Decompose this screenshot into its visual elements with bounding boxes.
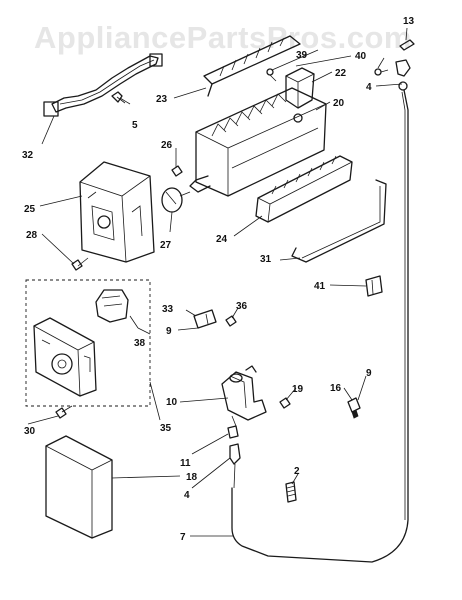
part-13-cap	[399, 39, 415, 51]
callout-9-right: 9	[366, 368, 372, 379]
part-26-screw	[171, 165, 183, 177]
callout-23: 23	[156, 94, 168, 105]
assembly-35-box	[25, 279, 151, 407]
part-16-clamp	[347, 397, 361, 419]
leader-lines	[27, 27, 408, 537]
part-39-screw	[266, 68, 277, 82]
callout-31: 31	[260, 254, 272, 265]
callout-5: 5	[132, 120, 138, 131]
callout-32: 32	[22, 150, 34, 161]
part-25-control-housing	[79, 161, 155, 263]
callout-19: 19	[292, 384, 304, 395]
callout-22: 22	[335, 68, 347, 79]
callout-2: 2	[294, 466, 300, 477]
part-22-cover	[285, 67, 315, 109]
callout-38: 38	[134, 338, 146, 349]
part-10-water-valve	[221, 365, 267, 427]
callout-39: 39	[296, 50, 308, 61]
part-20-mold-body	[189, 87, 327, 197]
part-19-screw	[279, 397, 291, 409]
callout-30: 30	[24, 426, 36, 437]
callout-11: 11	[180, 458, 191, 469]
watermark-text: AppliancePartsPros.com	[34, 20, 412, 55]
part-5-screw	[111, 91, 126, 104]
part-24-heater	[255, 155, 353, 223]
callout-24: 24	[216, 234, 228, 245]
callout-labels: 13 39 40 22 4 23 20 5 32 26 25 27 24 28 …	[22, 16, 415, 543]
part-11-nut	[227, 425, 239, 439]
callout-27: 27	[160, 240, 172, 251]
part-30-screw	[55, 405, 73, 419]
part-32-wire-harness	[43, 53, 163, 117]
part-40-screw	[374, 68, 389, 76]
callout-36: 36	[236, 301, 248, 312]
part-41-clip	[365, 275, 383, 297]
callout-7: 7	[180, 532, 186, 543]
callout-13: 13	[403, 16, 415, 27]
callout-16: 16	[330, 383, 342, 394]
part-2-spring	[285, 481, 297, 503]
part-27-motor	[161, 187, 191, 213]
callout-41: 41	[314, 281, 326, 292]
part-33-bracket	[193, 309, 217, 329]
part-18-insulation-pad	[45, 435, 113, 539]
fill-tube-top-fitting	[395, 59, 411, 91]
callout-10: 10	[166, 397, 178, 408]
callout-9-left: 9	[166, 326, 172, 337]
part-38-module	[95, 289, 139, 329]
callout-20: 20	[333, 98, 345, 109]
part-28-screw	[71, 257, 89, 271]
part-7-fill-tube	[231, 89, 409, 563]
callout-4-bottom: 4	[184, 490, 190, 501]
callout-33: 33	[162, 304, 174, 315]
part-35-control-plate	[33, 317, 97, 397]
callout-26: 26	[161, 140, 173, 151]
callout-35: 35	[160, 423, 172, 434]
part-31-shutoff-arm	[291, 179, 387, 263]
part-4-lower-fitting	[229, 443, 241, 489]
callout-4-top: 4	[366, 82, 372, 93]
callout-28: 28	[26, 230, 38, 241]
part-23-ice-stripper	[203, 35, 301, 97]
callout-40: 40	[355, 51, 367, 62]
callout-18: 18	[186, 472, 198, 483]
callout-25: 25	[24, 204, 36, 215]
part-36-screw	[225, 315, 237, 327]
